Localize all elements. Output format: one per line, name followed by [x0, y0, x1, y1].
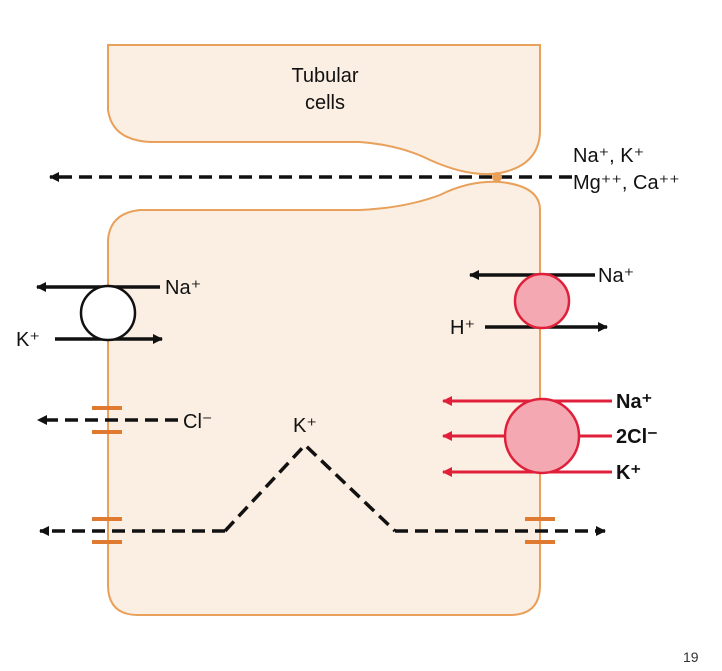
na-h-exchanger — [513, 272, 571, 330]
na-k-exchanger — [79, 284, 137, 342]
lower-tubular-cell — [107, 180, 541, 616]
cl-channel-top — [92, 406, 122, 410]
page-number: 19 — [683, 649, 699, 665]
k-channel-right-top — [525, 517, 555, 521]
k-nkcc-label: K⁺ — [616, 462, 641, 484]
tight-junction — [492, 172, 502, 182]
k-channel-right-bottom — [525, 540, 555, 544]
na-nkcc-label: Na⁺ — [616, 391, 652, 413]
cl-left-label: Cl⁻ — [183, 411, 212, 433]
nkcc-cotransporter — [503, 397, 581, 475]
k-recycle-path — [223, 442, 397, 533]
cl-nkcc-label: 2Cl⁻ — [616, 426, 658, 448]
h-right-label: H⁺ — [450, 317, 475, 339]
paracellular-label-line1: Na⁺, K⁺ — [573, 145, 644, 167]
paracellular-label-line2: Mg⁺⁺, Ca⁺⁺ — [573, 172, 680, 194]
k-center-label: K⁺ — [293, 415, 317, 437]
k-channel-left-bottom — [92, 540, 122, 544]
cells-label-line2: cells — [305, 92, 345, 114]
cells-label-line1: Tubular — [291, 65, 358, 87]
upper-tubular-cell — [107, 44, 541, 176]
k-channel-left-top — [92, 517, 122, 521]
na-left-label: Na⁺ — [165, 277, 201, 299]
k-left-label: K⁺ — [16, 329, 40, 351]
na-right-label: Na⁺ — [598, 265, 634, 287]
cl-channel-bottom — [92, 430, 122, 434]
